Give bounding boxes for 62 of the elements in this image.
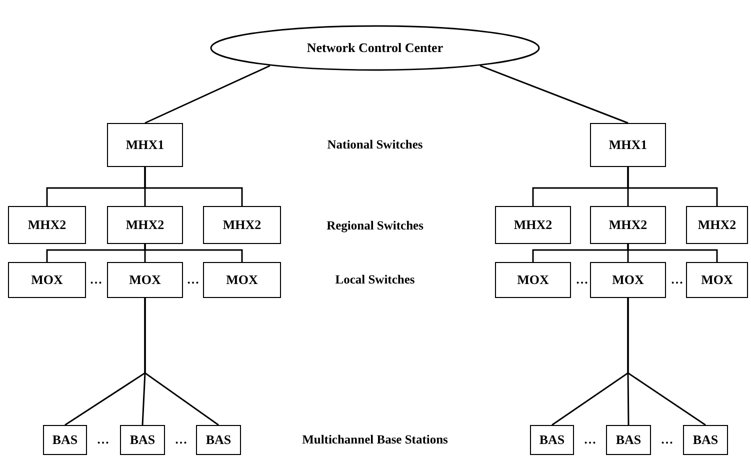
node-label: MOX <box>226 272 258 288</box>
node-label: MOX <box>129 272 161 288</box>
node-label: BAS <box>616 432 642 448</box>
ellipsis: … <box>584 432 596 448</box>
switch-box <box>8 262 86 298</box>
switch-box <box>590 262 666 298</box>
switch-box <box>606 425 651 455</box>
node-label: MHX1 <box>126 137 164 153</box>
node-label: BAS <box>692 432 718 448</box>
node-label: BAS <box>52 432 78 448</box>
switch-box <box>686 206 748 244</box>
switch-box <box>683 425 728 455</box>
node-label: MHX1 <box>608 137 648 153</box>
control-center-ellipse <box>210 25 540 71</box>
connector-line <box>144 167 243 206</box>
node-label: BAS <box>130 432 156 448</box>
node-label: MOX <box>612 272 644 288</box>
switch-box <box>495 262 571 298</box>
connector-line <box>480 65 628 124</box>
switch-box <box>107 123 183 167</box>
ellipsis: … <box>186 272 200 288</box>
node-label: BAS <box>206 432 232 448</box>
connector-line <box>144 298 219 426</box>
node-label: MHX2 <box>514 217 552 233</box>
node-label: MHX2 <box>222 217 262 233</box>
switch-box <box>530 425 574 455</box>
node-label: MOX <box>31 272 63 288</box>
node-label: BAS <box>539 432 565 448</box>
switch-box <box>43 425 87 455</box>
connector-line <box>627 244 718 262</box>
switch-box <box>120 425 165 455</box>
node-label: Network Control Center <box>306 40 444 56</box>
level-label: Multichannel Base Stations <box>302 432 448 448</box>
node-label: MOX <box>701 272 733 288</box>
ellipsis: … <box>660 432 674 448</box>
ellipsis: … <box>90 272 102 288</box>
level-label: Local Switches <box>335 272 415 288</box>
switch-box <box>203 206 281 244</box>
switch-box <box>203 262 281 298</box>
ellipsis: … <box>174 432 188 448</box>
connector-line <box>627 298 706 426</box>
switch-box <box>8 206 86 244</box>
level-label: Regional Switches <box>326 218 424 234</box>
switch-box <box>107 206 183 244</box>
node-label: MHX2 <box>608 217 648 233</box>
ellipsis: … <box>96 432 110 448</box>
switch-box <box>196 425 241 455</box>
ellipsis: … <box>576 272 588 288</box>
connector-line <box>144 65 270 124</box>
connector-line <box>144 244 243 262</box>
switch-box <box>590 206 666 244</box>
switch-box <box>495 206 571 244</box>
switch-box <box>107 262 183 298</box>
node-label: MHX2 <box>126 217 164 233</box>
node-label: MHX2 <box>28 217 66 233</box>
node-label: MHX2 <box>698 217 736 233</box>
switch-box <box>590 123 666 167</box>
level-label: National Switches <box>327 138 423 152</box>
ellipsis: … <box>670 272 684 288</box>
node-label: MOX <box>517 272 549 288</box>
switch-box <box>686 262 748 298</box>
connector-line <box>627 167 718 206</box>
